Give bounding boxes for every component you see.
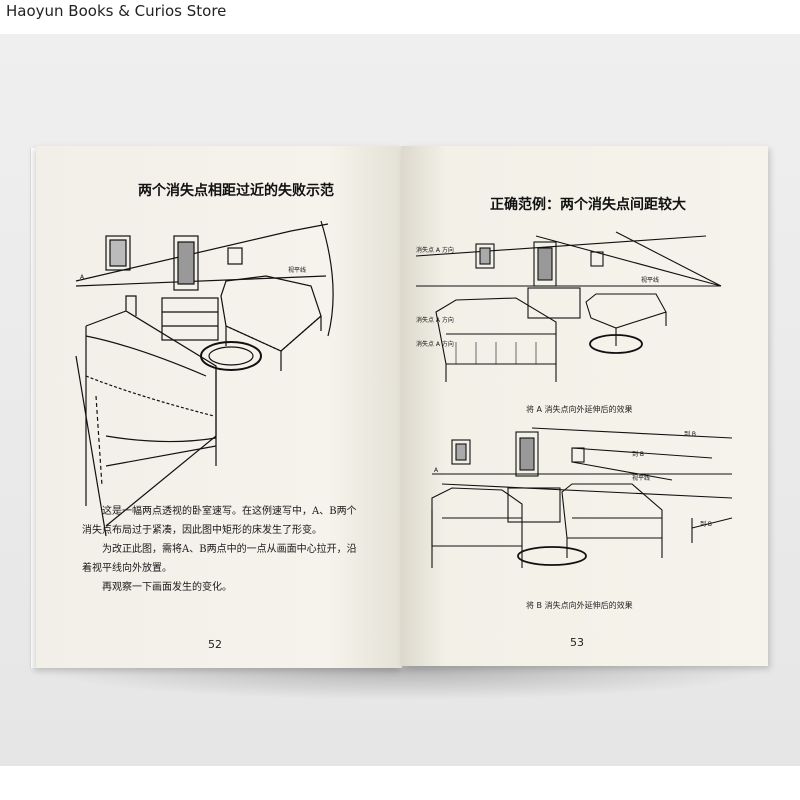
left-page-body: 这是一幅两点透视的卧室速写。在这例速写中，A、B两个消失点布局过于紧凑，因此图中… xyxy=(82,502,364,597)
store-name: Haoyun Books & Curios Store xyxy=(6,2,227,20)
left-page: 两个消失点相距过近的失败示范 xyxy=(36,146,402,668)
right-page-number: 53 xyxy=(570,636,584,649)
label-a-direction-3: 消失点 A 方向 xyxy=(416,340,454,348)
label-a-2: A xyxy=(434,467,439,474)
page-stack-edge xyxy=(30,148,39,668)
paragraph-1: 这是一幅两点透视的卧室速写。在这例速写中，A、B两个消失点布局过于紧凑，因此图中… xyxy=(82,506,357,536)
label-a-direction-1: 消失点 A 方向 xyxy=(416,246,454,254)
label-a-direction-2: 消失点 A 方向 xyxy=(416,316,454,324)
figure1-caption: 将 A 消失点向外延伸后的效果 xyxy=(526,405,633,414)
label-horizon-1: 视平线 xyxy=(641,276,659,284)
label-to-b-2: 到 B xyxy=(632,451,644,458)
bedroom-illustration-distorted: A 视平线 xyxy=(75,220,334,537)
figure2-caption: 将 B 消失点向外延伸后的效果 xyxy=(526,601,633,610)
label-horizon: 视平线 xyxy=(288,266,306,274)
label-to-b-3: 到 B xyxy=(700,521,712,528)
right-page: 正确范例：两个消失点间距较大 消失点 A 方向 视平线 xyxy=(402,146,768,666)
paragraph-2: 为改正此图，需将A、B两点中的一点从画面中心拉开，沿着视平线向外放置。 xyxy=(82,544,357,574)
right-page-title: 正确范例：两个消失点间距较大 xyxy=(490,197,686,213)
paragraph-3: 再观察一下画面发生的变化。 xyxy=(102,582,232,593)
bedroom-illustration-a-extended: 消失点 A 方向 视平线 消失点 A 方向 消失点 A 方向 xyxy=(415,231,722,382)
label-a: A xyxy=(80,274,85,281)
left-page-title: 两个消失点相距过近的失败示范 xyxy=(138,183,334,199)
label-to-b-1: 到 B xyxy=(684,431,696,438)
label-horizon-2: 视平线 xyxy=(632,474,650,482)
store-header: Haoyun Books & Curios Store xyxy=(0,0,800,34)
bedroom-illustration-b-extended: 到 B 到 B A 视平线 到 B xyxy=(431,427,733,568)
left-page-number: 52 xyxy=(208,638,222,651)
